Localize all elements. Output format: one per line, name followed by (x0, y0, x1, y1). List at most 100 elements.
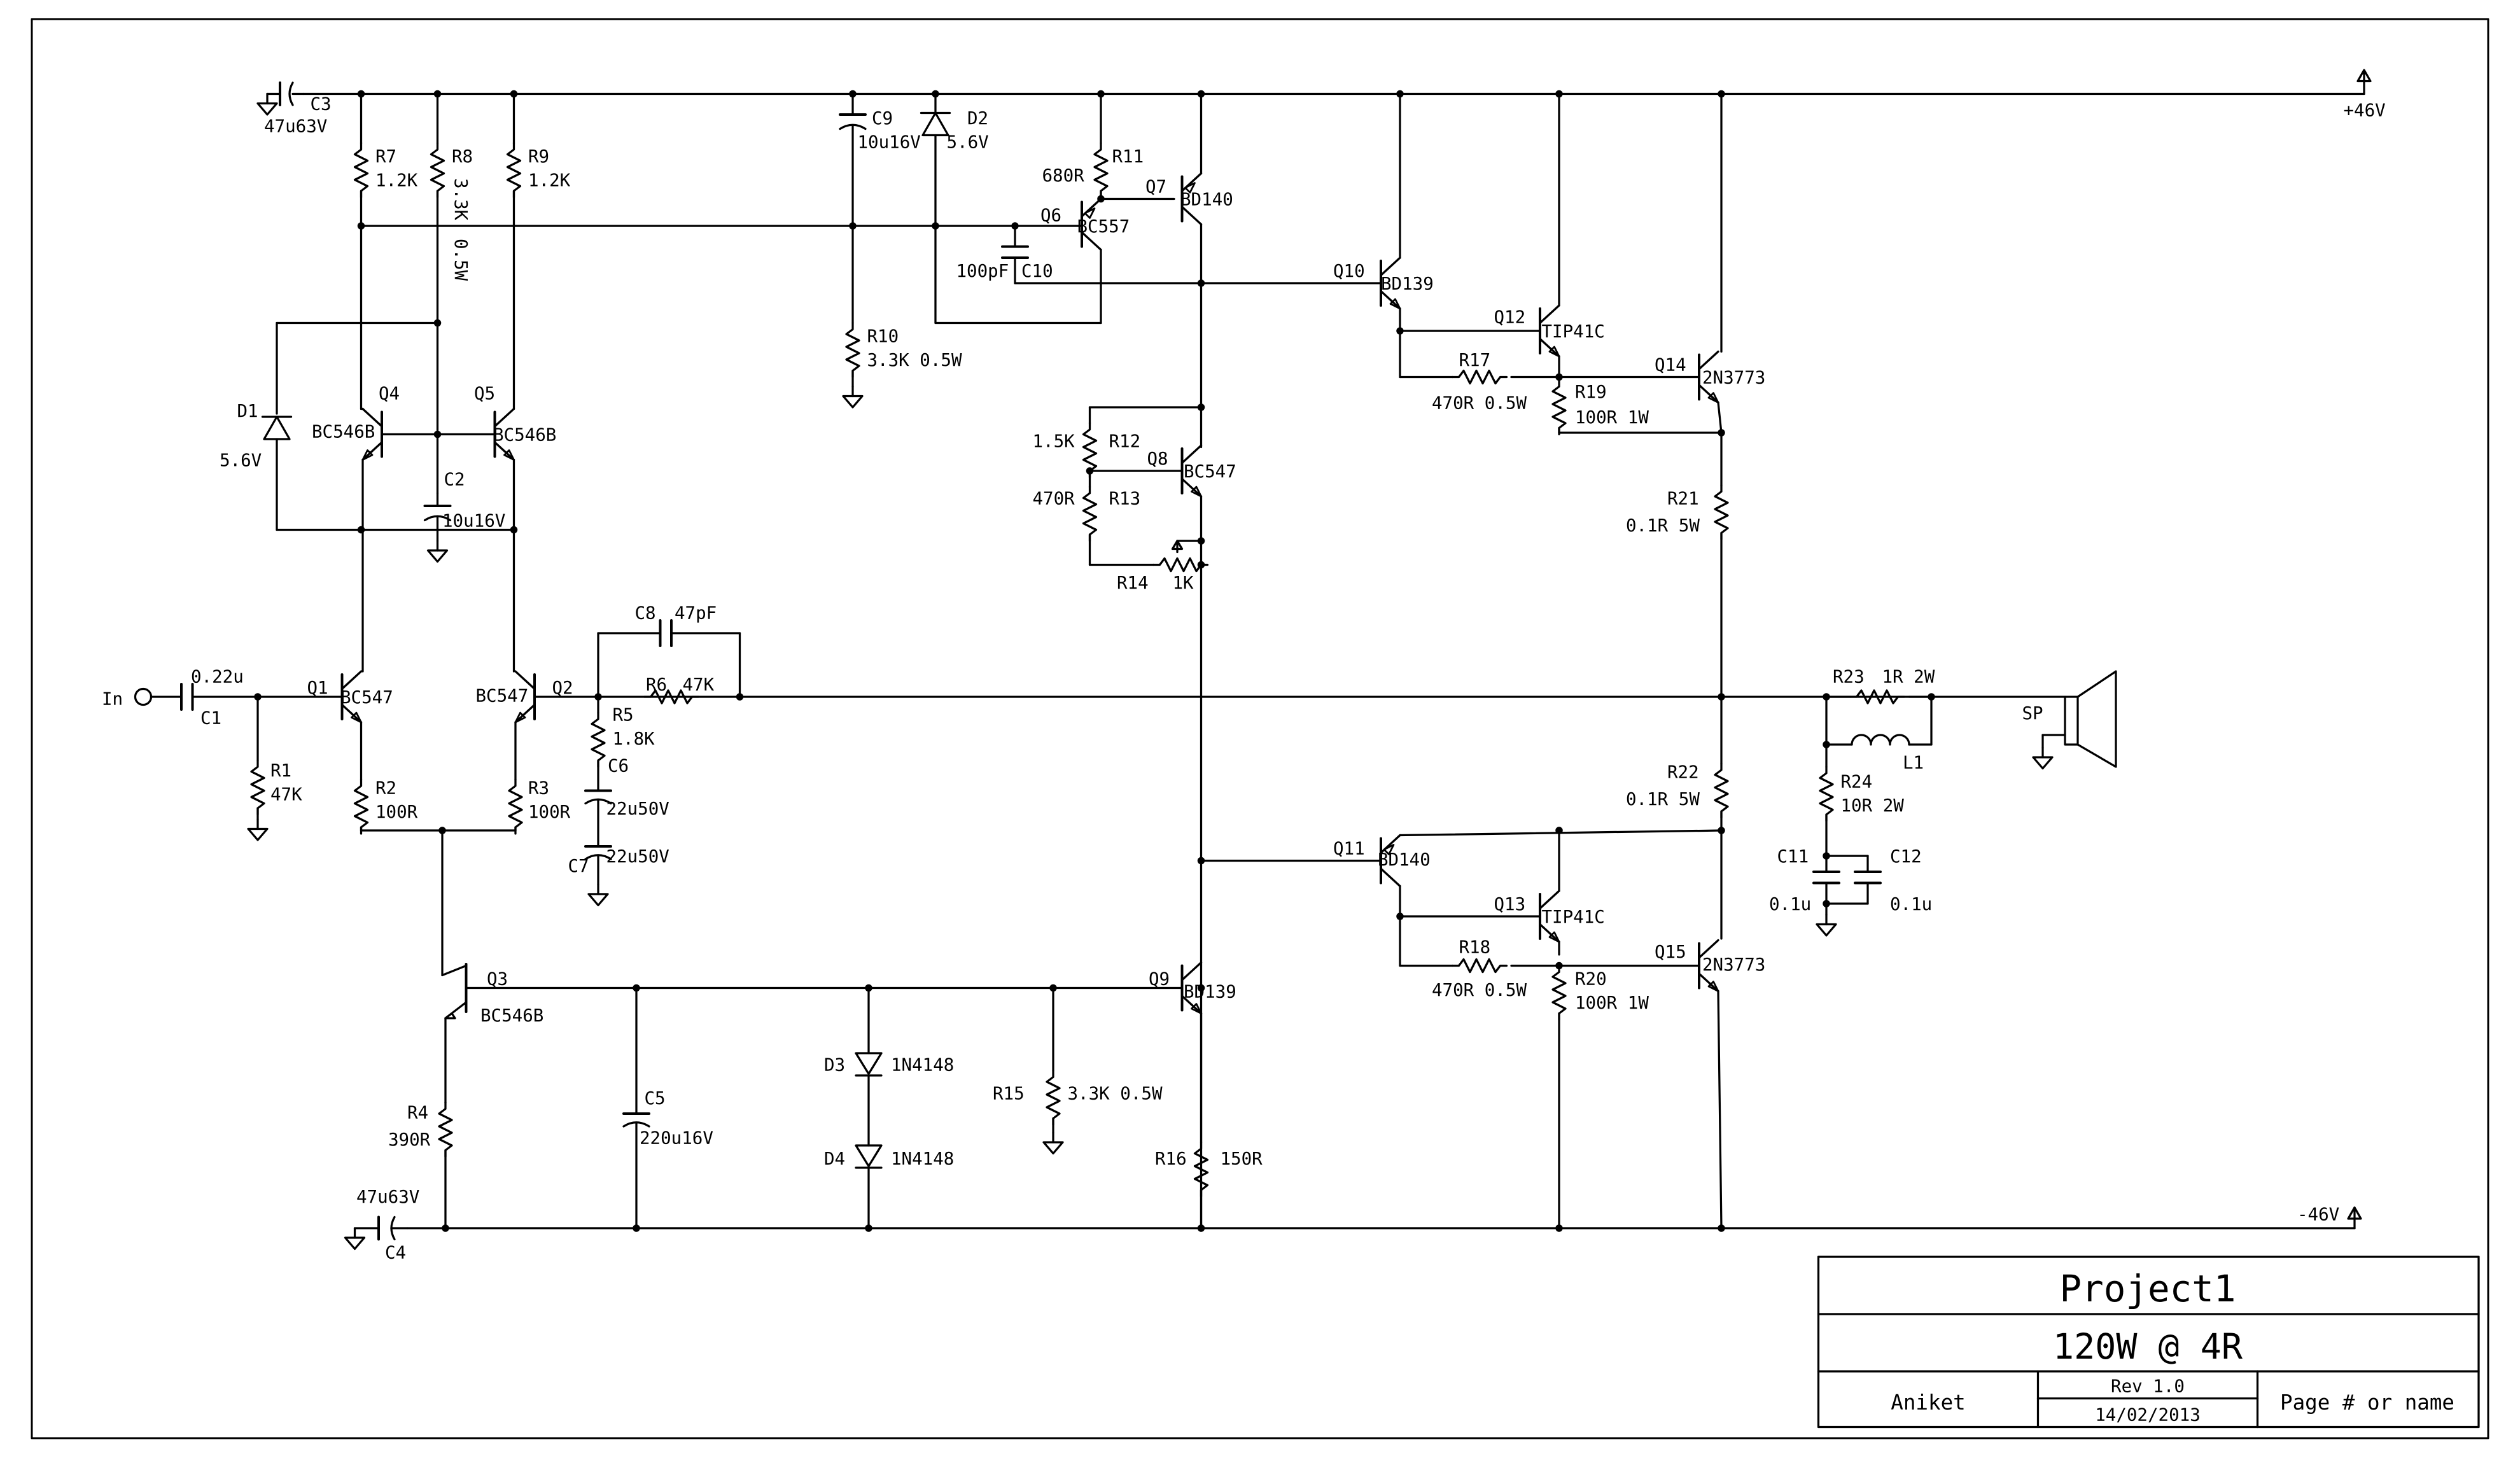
label-Q4: Q4 (379, 384, 400, 404)
label-Q10: Q10 (1333, 261, 1365, 281)
label-C7: C7 (568, 856, 589, 876)
value-R22: 0.1R 5W (1626, 789, 1700, 809)
label-R21: R21 (1667, 489, 1699, 509)
label-C2: C2 (444, 470, 465, 490)
value-Q10: BD139 (1381, 274, 1434, 294)
project-subtitle: 120W @ 4R (2053, 1326, 2243, 1367)
label-R22: R22 (1667, 762, 1699, 783)
label-R12: R12 (1109, 431, 1141, 452)
label-R20: R20 (1575, 969, 1607, 990)
label-R3: R3 (528, 778, 549, 799)
value-R7: 1.2K (375, 171, 418, 191)
value-C12: 0.1u (1890, 894, 1932, 914)
value-R23: 1R 2W (1882, 667, 1935, 687)
label-Q12: Q12 (1494, 307, 1526, 328)
value-Q8: BC547 (1184, 461, 1236, 482)
revision: Rev 1.0 (2111, 1376, 2185, 1397)
label-C8: C8 (635, 603, 656, 624)
label-R5: R5 (613, 705, 634, 725)
value-C6: 22u50V (606, 799, 669, 819)
value-Q6: BC557 (1077, 216, 1130, 237)
label-R9: R9 (528, 146, 549, 167)
value-R18: 470R 0.5W (1432, 980, 1527, 1000)
label-R8: R8 (452, 146, 473, 167)
label-C9: C9 (872, 108, 893, 129)
value-Q13: TIP41C (1542, 907, 1605, 927)
label-Q6: Q6 (1040, 206, 1061, 226)
value-R13: 470R (1033, 489, 1075, 509)
label-Q13: Q13 (1494, 894, 1526, 914)
label-Q1: Q1 (307, 678, 328, 698)
label-C1: C1 (200, 708, 221, 729)
label-R7: R7 (375, 146, 396, 167)
label-R17: R17 (1459, 350, 1491, 370)
value-Q7: BD140 (1180, 190, 1233, 210)
label-Q14: Q14 (1655, 355, 1686, 375)
value-Q11: BD140 (1378, 850, 1431, 870)
label-C4: C4 (385, 1243, 406, 1263)
label-C11: C11 (1777, 846, 1809, 867)
label-D4: D4 (824, 1149, 845, 1169)
label-R18: R18 (1459, 937, 1491, 958)
label-C10: C10 (1021, 261, 1053, 281)
speaker-label: SP (2022, 703, 2043, 724)
label-R6: R6 (646, 675, 667, 695)
value-D3: 1N4148 (891, 1055, 954, 1075)
label-R15: R15 (993, 1084, 1025, 1104)
label-L1: L1 (1903, 753, 1924, 773)
label-Q7: Q7 (1145, 177, 1166, 197)
value-R16: 150R (1221, 1149, 1263, 1169)
label-R4: R4 (407, 1103, 428, 1123)
label-C5: C5 (645, 1088, 666, 1109)
value-C11: 0.1u (1769, 894, 1811, 914)
label-R10: R10 (867, 326, 899, 347)
value-D4: 1N4148 (891, 1149, 954, 1169)
value-C8: 47pF (675, 603, 717, 624)
label-R13: R13 (1109, 489, 1141, 509)
value-R3: 100R (528, 802, 571, 822)
label-Q3: Q3 (487, 969, 508, 990)
label-R23: R23 (1833, 667, 1865, 687)
label-C12: C12 (1890, 846, 1922, 867)
value-R17: 470R 0.5W (1432, 393, 1527, 414)
label-R24: R24 (1841, 772, 1873, 792)
value-R19: 100R 1W (1575, 407, 1649, 428)
value-Q5: BC546B (493, 425, 556, 445)
sheet-date: 14/02/2013 (2095, 1405, 2201, 1425)
value-Q3: BC546B (480, 1005, 543, 1026)
value-C5: 220u16V (640, 1128, 713, 1149)
label-C6: C6 (608, 756, 629, 776)
neg-rail-label: -46V (2297, 1205, 2339, 1225)
value-C9: 10u16V (858, 132, 921, 153)
value-C4: 47u63V (356, 1187, 419, 1207)
value-R12: 1.5K (1033, 431, 1075, 452)
value-R2: 100R (375, 802, 418, 822)
value-R21: 0.1R 5W (1626, 515, 1700, 536)
label-D1: D1 (237, 401, 258, 421)
label-R14: R14 (1117, 573, 1149, 593)
label-Q8: Q8 (1147, 449, 1168, 469)
value-C10: 100pF (956, 261, 1009, 281)
value-Q2: BC547 (476, 686, 529, 706)
value-R9: 1.2K (528, 171, 571, 191)
label-R2: R2 (375, 778, 396, 799)
label-Q11: Q11 (1333, 839, 1365, 859)
value-R11: 680R (1042, 165, 1085, 186)
label-C3: C3 (311, 94, 332, 115)
label-R16: R16 (1155, 1149, 1187, 1169)
label-Q5: Q5 (474, 384, 495, 404)
value-Q9: BD139 (1184, 982, 1236, 1002)
value-Q15: 2N3773 (1702, 955, 1765, 975)
value-Q14: 2N3773 (1702, 368, 1765, 388)
value-R5: 1.8K (613, 729, 655, 749)
value-R24: 10R 2W (1841, 795, 1905, 816)
label-R19: R19 (1575, 382, 1607, 402)
value-R8: 3.3K (451, 178, 471, 221)
value-D2: 5.6V (947, 132, 989, 153)
project-title: Project1 (2060, 1268, 2236, 1310)
value-Q1: BC547 (340, 687, 393, 708)
label-R1: R1 (270, 760, 291, 781)
pos-rail-label: +46V (2344, 101, 2386, 121)
value-R20: 100R 1W (1575, 993, 1649, 1013)
